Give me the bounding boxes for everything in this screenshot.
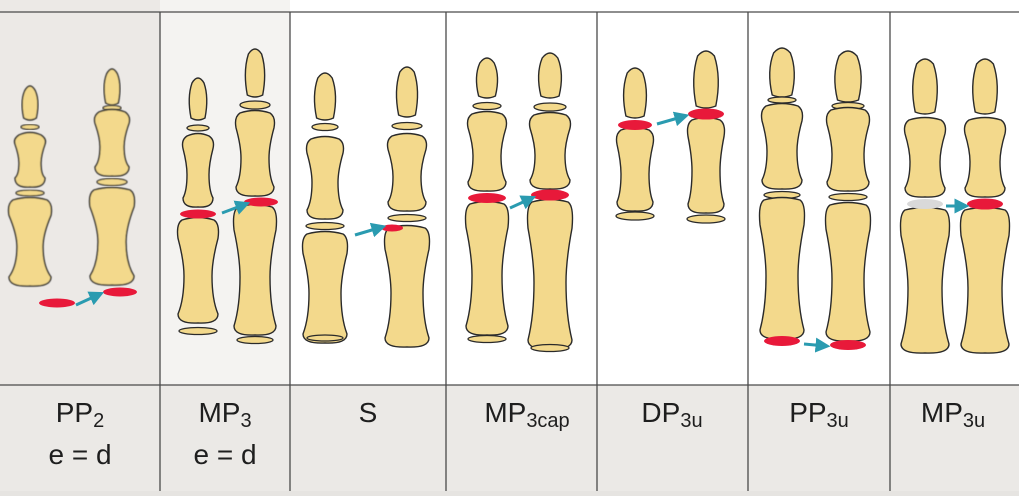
- label-name: MP: [921, 397, 963, 428]
- pp2-right-middle-phalanx: [95, 110, 130, 177]
- label-name: S: [359, 397, 378, 428]
- pp3u-left-epiphysis-marker: [764, 336, 800, 346]
- dp3u-left-distal-phalanx: [624, 68, 647, 118]
- label-subscript: 3cap: [526, 410, 569, 432]
- label-subscript: 3: [240, 410, 251, 432]
- mp3cap-right-proximal-phalanx: [528, 200, 573, 350]
- mp3cap-left-proximal-epiphysis: [468, 336, 506, 343]
- pp3u-left-distal-epiphysis: [768, 97, 796, 103]
- label-note: e = d: [5, 440, 155, 470]
- column-label-mp3cap: MP3cap: [452, 398, 602, 436]
- mp3-left-proximal-phalanx: [178, 218, 219, 324]
- column-label-dp3u: DP3u: [597, 398, 747, 436]
- label-subscript: 3u: [827, 410, 849, 432]
- label-subscript: 3u: [680, 410, 702, 432]
- mp3-left-distal-epiphysis: [187, 125, 209, 131]
- mp3-right-epiphysis-marker: [244, 198, 278, 207]
- column-label-pp3u: PP3u: [744, 398, 894, 436]
- column-label-mp3u: MP3u: [878, 398, 1019, 436]
- label-subscript: 2: [93, 410, 104, 432]
- pp2-right-epiphysis-marker: [103, 288, 137, 297]
- pp3u-right-proximal-phalanx: [826, 203, 871, 342]
- pp2-left-distal-epiphysis: [21, 125, 39, 130]
- mp3cap-left-epiphysis-marker: [468, 193, 506, 203]
- pp3u-right-middle-phalanx: [827, 108, 870, 192]
- s-left-proximal-phalanx: [303, 232, 348, 344]
- mp3-right-distal-phalanx: [245, 49, 264, 97]
- s-right-distal-phalanx: [396, 67, 417, 117]
- pp2-left-distal-phalanx: [22, 86, 38, 120]
- mp3cap-left-proximal-phalanx: [466, 202, 509, 336]
- mp3cap-right-distal-phalanx: [539, 53, 562, 98]
- dp3u-left-middle-phalanx: [617, 128, 654, 212]
- pp3u-arrow: [804, 344, 826, 346]
- mp3u-right-proximal-phalanx: [961, 208, 1010, 354]
- pp3u-left-middle-phalanx: [762, 104, 803, 190]
- mp3cap-right-epiphysis-marker: [531, 190, 569, 201]
- s-left-middle-phalanx: [307, 137, 344, 220]
- mp3-left-distal-phalanx: [189, 78, 207, 120]
- dp3u-left-epiphysis-marker: [618, 120, 652, 130]
- s-right-epiphysis-marker: [381, 225, 403, 232]
- column-label-pp2: PP2 e = d: [5, 398, 155, 470]
- mp3cap-right-distal-epiphysis: [534, 103, 566, 111]
- mp3u-right-distal-phalanx: [973, 59, 998, 114]
- label-name: MP: [484, 397, 526, 428]
- mp3u-left-proximal-phalanx: [901, 208, 950, 354]
- pp3u-right-middle-epiphysis: [829, 194, 867, 201]
- s-right-proximal-phalanx: [385, 226, 430, 348]
- mp3cap-left-middle-phalanx: [468, 112, 507, 192]
- label-subscript: 3u: [963, 410, 985, 432]
- s-right-distal-epiphysis: [392, 123, 422, 130]
- mp3u-left-middle-phalanx: [905, 118, 946, 198]
- pp2-left-epiphysis-marker: [39, 299, 75, 308]
- label-name: PP: [56, 397, 93, 428]
- mp3u-left-distal-phalanx: [913, 59, 938, 114]
- mp3-right-distal-epiphysis: [240, 101, 270, 109]
- s-right-middle-epiphysis: [388, 215, 426, 222]
- dp3u-right-epiphysis-marker: [688, 109, 724, 120]
- dp3u-right-middle-phalanx: [688, 118, 725, 214]
- mp3cap-left-distal-phalanx: [476, 58, 497, 98]
- mp3-right-middle-phalanx: [236, 111, 275, 197]
- label-name: PP: [789, 397, 826, 428]
- pp3u-right-distal-phalanx: [835, 51, 861, 102]
- mp3cap-right-middle-phalanx: [530, 113, 571, 190]
- s-left-distal-phalanx: [314, 73, 335, 120]
- mp3cap-left-distal-epiphysis: [473, 103, 501, 110]
- pp2-left-middle-phalanx: [15, 133, 46, 188]
- s-left-proximal-epiphysis: [307, 335, 343, 341]
- dp3u-right-distal-phalanx: [694, 51, 719, 108]
- mp3-right-proximal-phalanx: [234, 205, 277, 336]
- mp3u-left-fused-marker: [907, 199, 943, 209]
- s-left-distal-epiphysis: [312, 124, 338, 131]
- pp3u-right-epiphysis-marker: [830, 340, 866, 350]
- s-right-middle-phalanx: [388, 134, 427, 212]
- mp3-left-proximal-epiphysis: [179, 328, 217, 335]
- s-left-middle-epiphysis: [306, 223, 344, 230]
- dp3u-right-proximal-epiphysis: [687, 215, 725, 223]
- mp3-left-epiphysis-marker: [180, 210, 216, 219]
- pp2-left-middle-epiphysis: [16, 190, 44, 196]
- column-label-mp3: MP3 e = d: [150, 398, 300, 470]
- dp3u-left-proximal-epiphysis: [616, 212, 654, 220]
- mp3u-right-epiphysis-marker: [967, 199, 1003, 210]
- pp2-right-middle-epiphysis: [97, 179, 127, 186]
- mp3-left-middle-phalanx: [183, 134, 214, 208]
- label-name: DP: [641, 397, 680, 428]
- pp3u-left-distal-phalanx: [770, 48, 795, 97]
- mp3u-right-middle-phalanx: [965, 118, 1006, 198]
- mp3cap-right-proximal-epiphysis: [531, 345, 569, 352]
- pp3u-left-proximal-phalanx: [760, 198, 805, 340]
- pp2-right-distal-phalanx: [104, 69, 120, 105]
- label-name: MP: [198, 397, 240, 428]
- label-note: e = d: [150, 440, 300, 470]
- column-label-s: S: [293, 398, 443, 436]
- mp3-right-proximal-epiphysis: [237, 337, 273, 344]
